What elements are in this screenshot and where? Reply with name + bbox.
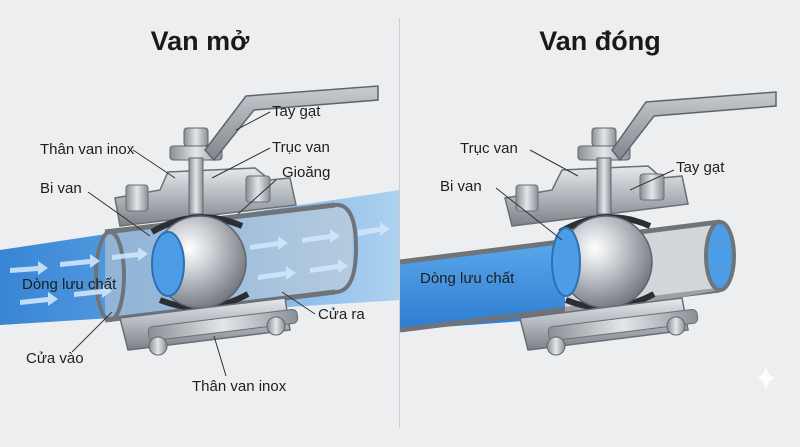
- open-valve: [0, 85, 400, 377]
- inlet-port: [94, 230, 126, 322]
- label-flow: Dòng lưu chất: [22, 276, 117, 293]
- flange-bolt: [515, 184, 539, 212]
- label-flow-closed: Dòng lưu chất: [420, 270, 515, 287]
- closed-valve: [399, 91, 777, 356]
- valve-stem: [596, 157, 612, 215]
- valve-handle: [204, 85, 379, 162]
- label-outlet: Cửa ra: [318, 306, 365, 323]
- tie-bolt: [547, 308, 699, 342]
- label-inlet: Cửa vào: [26, 350, 84, 367]
- valve-handle: [611, 91, 777, 162]
- stem-nut: [183, 127, 209, 147]
- panel-divider: [399, 18, 400, 428]
- label-stem-closed: Trục van: [460, 140, 518, 157]
- label-handle-closed: Tay gạt: [676, 159, 725, 176]
- stem-nut: [591, 127, 617, 147]
- outlet-port: [334, 202, 359, 294]
- outlet-port: [704, 220, 736, 292]
- closed-valve-title: Van đóng: [539, 26, 661, 56]
- flow-beam-closed: [400, 244, 565, 330]
- tie-bolt: [147, 308, 299, 342]
- label-gasket: Gioăng: [282, 164, 331, 181]
- open-valve-title: Van mở: [150, 26, 250, 56]
- leader-lines: [495, 149, 675, 241]
- sparkle-icon: [756, 366, 776, 390]
- label-body-top: Thân van inox: [40, 141, 135, 158]
- flange-bolt: [125, 184, 149, 212]
- ball-bore: [151, 231, 185, 297]
- flow-arrows: [10, 222, 390, 306]
- valve-stem: [188, 157, 204, 215]
- leader-lines: [71, 111, 316, 377]
- label-handle: Tay gạt: [272, 103, 321, 120]
- label-ball: Bi van: [40, 180, 82, 197]
- ball-bore: [551, 227, 581, 297]
- label-ball-closed: Bi van: [440, 178, 482, 195]
- label-stem: Trục van: [272, 139, 330, 156]
- label-body-bottom: Thân van inox: [192, 378, 287, 395]
